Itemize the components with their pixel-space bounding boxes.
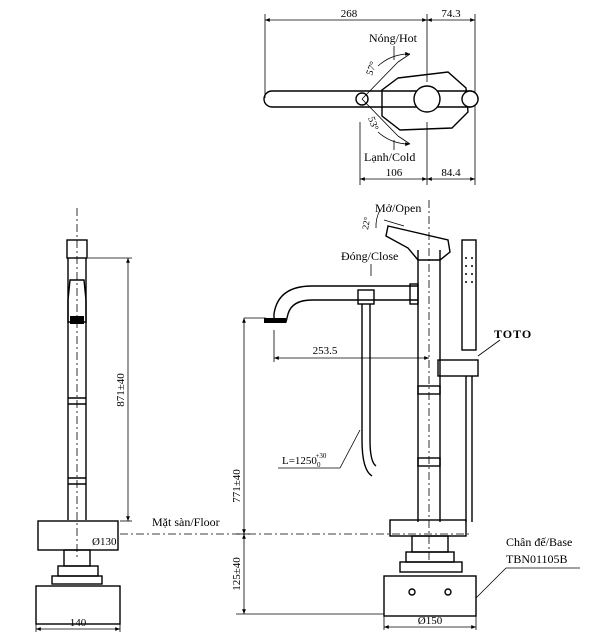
floor-label: Mặt sàn/Floor [152,515,220,529]
base-label: Chân đế/Base [506,535,572,549]
front-dim-spout-reach: 253.5 [313,345,338,357]
front-spout [273,285,418,323]
top-body-outline [381,71,469,131]
front-dim-base-diameter: Ø150 [418,615,443,627]
front-dim-spout-height: 771±40 [231,469,243,503]
top-dim-bottom-left: 106 [386,167,403,179]
front-bottom-box [383,575,477,617]
side-view: 871±40 Ø130 140 [35,208,132,632]
front-dim-under-floor: 125±40 [231,557,243,591]
label-cold: Lạnh/Cold [364,150,415,164]
brand-label: TOTO [494,327,532,341]
side-dim-base-width: 140 [70,617,87,629]
top-angle-cold: 53° [365,115,380,132]
label-hot: Nóng/Hot [369,31,418,45]
side-dim-height: 871±40 [115,373,127,407]
side-dim-base-diameter: Ø130 [92,536,117,548]
top-handle-knob [413,85,441,113]
label-close: Đóng/Close [341,249,398,263]
hand-shower [461,239,477,351]
top-angle-hot: 57° [364,60,379,77]
label-open: Mở/Open [375,201,421,215]
front-angle-open: 22° [360,216,372,231]
base-model: TBN01105B [506,552,568,566]
top-view: 268 74.3 106 84.4 57° 53° Nóng/Hot Lạnh/… [263,8,479,185]
side-bottom-box [35,585,121,625]
top-dim-bottom-right: 84.4 [441,167,461,179]
front-hose [361,304,373,477]
hose-tol-upper: +30 [315,452,326,460]
top-dim-right: 74.3 [441,8,461,20]
front-dim-hose-length: L=12500+30 [282,452,327,469]
top-dim-width: 268 [341,8,358,20]
top-handle-lever [263,90,479,108]
front-handle [385,225,451,261]
side-spout-outlet [67,279,87,323]
front-view: 22° Mở/Open Đóng/Close 253.5 L=12500+30 [231,200,580,630]
hose-tol-lower: 0 [317,461,321,469]
